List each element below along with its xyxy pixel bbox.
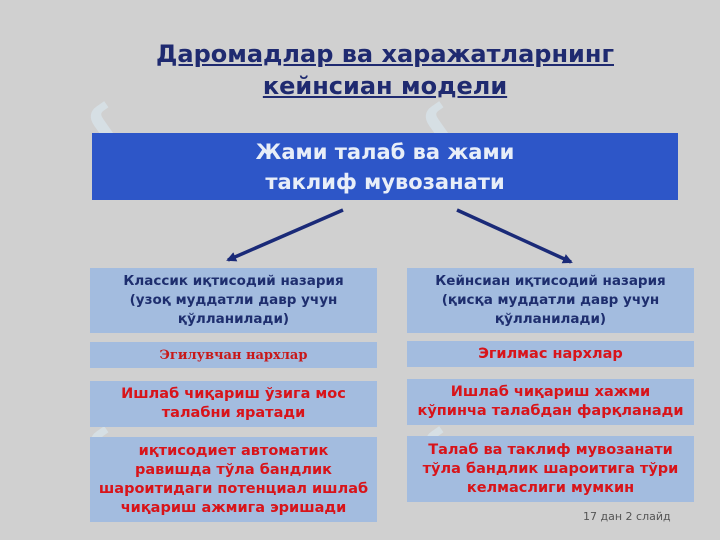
keynesian-economy-line3: келмаслиги мумкин [466,479,635,496]
keynesian-production-line2: кўпинча талабдан фарқланади [417,403,684,419]
classical-theory-line2: (узоқ муддатли давр учун [129,292,338,308]
classical-economy-line4: чиқариш ажмига эришади [120,499,347,516]
classical-economy-box: иқтисодиет автоматик равишда тўла бандли… [90,437,377,522]
keynesian-theory-line2: (қисқа муддатли давр учун [441,292,660,308]
keynesian-theory-box: Кейнсиан иқтисодий назария (қисқа муддат… [407,268,694,333]
keynesian-production-box: Ишлаб чиқариш хажми кўпинча талабдан фар… [407,379,694,425]
classical-theory-line1: Классик иқтисодий назария [123,273,344,289]
flexible-prices-box: Эгилувчан нархлар [90,342,377,368]
classical-production-box: Ишлаб чиқариш ўзига мос талабни яратади [90,381,377,427]
banner-line1: Жами талаб ва жами [255,139,515,164]
slide-title-line1: Даромадлар ва харажатларнинг [156,40,614,68]
equilibrium-banner: Жами талаб ва жами таклиф мувозанати [92,133,678,200]
classical-theory-line3: қўлланилади) [177,311,290,327]
banner-line2: таклиф мувозанати [265,169,505,194]
keynesian-economy-box: Талаб ва таклиф мувозанати тўла бандлик … [407,436,694,502]
classical-production-line1: Ишлаб чиқариш ўзига мос [121,386,346,402]
keynesian-production-line1: Ишлаб чиқариш хажми [450,384,651,400]
classical-theory-box: Классик иқтисодий назария (узоқ муддатли… [90,268,377,333]
classical-economy-line1: иқтисодиет автоматик [138,442,329,459]
keynesian-theory-line1: Кейнсиан иқтисодий назария [435,273,666,289]
flexible-prices-label: Эгилувчан нархлар [159,347,308,363]
classical-economy-line2: равишда тўла бандлик [134,461,332,478]
classical-production-line2: талабни яратади [161,405,306,421]
right-arrow [456,208,573,264]
rigid-prices-box: Эгилмас нархлар [407,341,694,367]
slide-title: Даромадлар ва харажатларнинг кейнсиан мо… [100,38,670,102]
rigid-prices-label: Эгилмас нархлар [478,345,623,362]
classical-economy-line3: шароитидаги потенциал ишлаб [98,480,369,497]
keynesian-economy-line2: тўла бандлик шароитига тўри [422,460,679,477]
slide-counter: 17 дан 2 слайд [583,510,671,523]
slide-title-line2: кейнсиан модели [262,72,508,100]
keynesian-economy-line1: Талаб ва таклиф мувозанати [428,441,673,458]
keynesian-theory-line3: қўлланилади) [494,311,607,327]
left-arrow [226,208,344,262]
